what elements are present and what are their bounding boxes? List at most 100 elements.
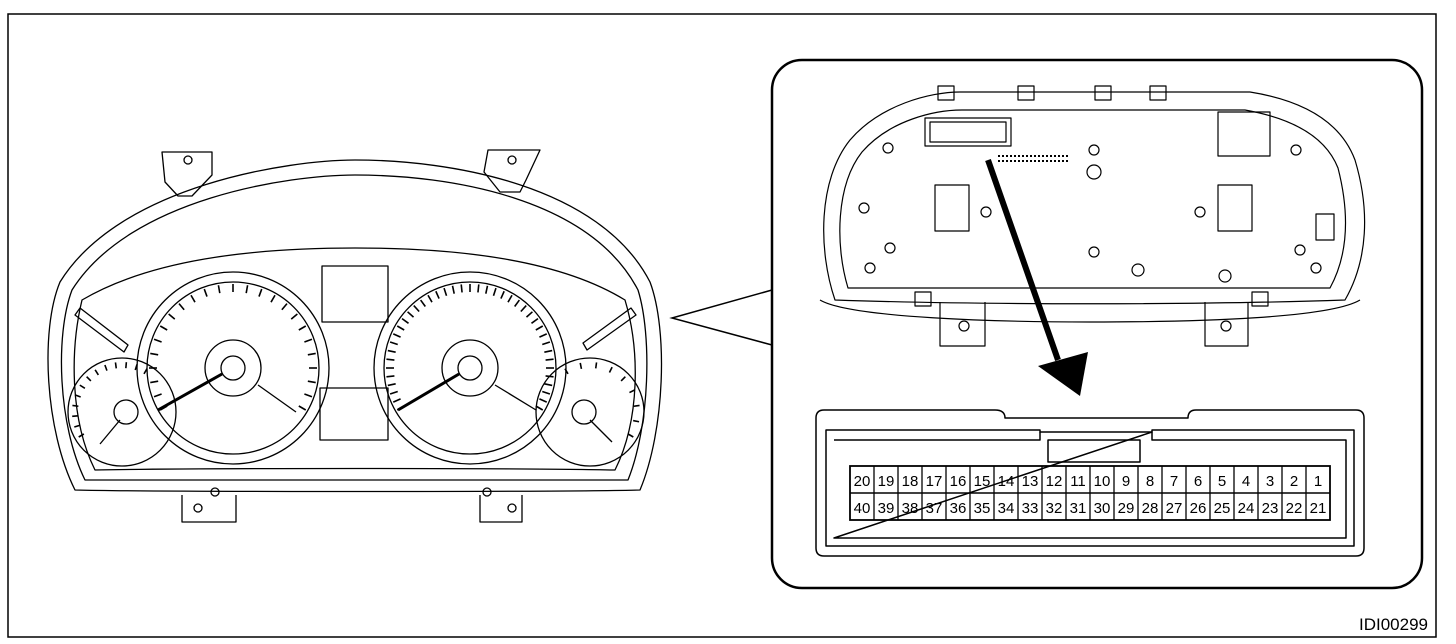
gauge-tick: [401, 317, 409, 324]
gauge-tick: [542, 390, 551, 395]
pin-number: 17: [926, 473, 943, 490]
gauge-tick: [492, 287, 497, 296]
gauge-tick: [387, 383, 396, 387]
gauge-tick: [386, 375, 395, 378]
pin-number: 22: [1286, 500, 1303, 517]
pin-number: 28: [1142, 500, 1159, 517]
gauge-tick: [190, 294, 196, 303]
pin-number: 31: [1070, 500, 1087, 517]
gauge-tick: [608, 366, 613, 373]
gauge-tick: [74, 394, 81, 398]
gauge-tick: [150, 352, 159, 356]
pin-number: 36: [950, 500, 967, 517]
pin-number: 9: [1122, 473, 1130, 490]
gauge-tick: [159, 405, 168, 411]
gauge-tick: [451, 285, 455, 294]
gauge-tick: [545, 358, 554, 361]
pin-number: 24: [1238, 500, 1255, 517]
pin-number: 15: [974, 473, 991, 490]
gauge-tick: [545, 375, 554, 378]
gauge-tick: [304, 393, 313, 398]
gauge-tick: [94, 369, 100, 376]
pin-number: 21: [1310, 500, 1327, 517]
rear-label-print: [998, 155, 1070, 162]
gauge-tick: [477, 284, 480, 293]
gauge-tick: [396, 325, 405, 331]
gauge-tick: [143, 368, 148, 375]
gauge-tick: [542, 341, 551, 346]
gauge-tick: [203, 288, 208, 297]
callout-pointer: [669, 289, 773, 346]
gauge-tick: [525, 311, 533, 318]
gauge-tick: [86, 376, 92, 382]
gauge-tick: [78, 433, 85, 438]
gauge-tick: [72, 415, 79, 418]
gauge-tick: [535, 325, 544, 331]
gauge-tick: [531, 317, 539, 324]
gauge-tick: [298, 405, 307, 411]
gauge-tick: [298, 325, 307, 331]
gauge-tick: [79, 384, 86, 390]
gauge-tick: [435, 290, 440, 299]
gauge-tick: [153, 393, 162, 398]
gauge-tick: [104, 364, 108, 371]
gauge-tick: [632, 419, 640, 423]
gauge-tick: [389, 341, 398, 346]
pin-number: 8: [1146, 473, 1154, 490]
gauge-tick: [564, 368, 569, 375]
gauge-tick: [620, 376, 626, 382]
pin-number: 5: [1218, 473, 1226, 490]
gauge-tick: [159, 325, 168, 331]
gauge-tick: [290, 313, 298, 320]
gauge-tick: [594, 362, 598, 369]
pin-number: 10: [1094, 473, 1111, 490]
pin-number: 29: [1118, 500, 1135, 517]
gauge-tick: [392, 333, 401, 338]
gauge-tick: [507, 294, 513, 303]
pin-number: 16: [950, 473, 967, 490]
gauge-tick: [544, 383, 553, 387]
pin-number: 19: [878, 473, 895, 490]
pin-number: 32: [1046, 500, 1063, 517]
gauge-tick: [427, 294, 433, 303]
pin-number: 2: [1290, 473, 1298, 490]
gauge-tick: [413, 305, 420, 313]
gauge-tick: [178, 303, 185, 311]
pin-number: 7: [1170, 473, 1178, 490]
pin-number: 25: [1214, 500, 1231, 517]
gauge-tick: [114, 362, 118, 369]
gauge-tick: [629, 389, 636, 394]
figure-frame: [7, 13, 1437, 638]
gauge-tick: [270, 294, 276, 303]
gauge-tick: [168, 313, 176, 320]
pin-number: 12: [1046, 473, 1063, 490]
gauge-tick: [535, 405, 544, 411]
pin-number: 30: [1094, 500, 1111, 517]
pin-number: 14: [998, 473, 1015, 490]
gauge-tick: [153, 338, 162, 343]
gauge-tick: [125, 362, 128, 369]
gauge-tick: [387, 349, 396, 353]
pin-number: 23: [1262, 500, 1279, 517]
pin-number: 33: [1022, 500, 1039, 517]
pin-number: 4: [1242, 473, 1250, 490]
gauge-tick: [307, 380, 316, 384]
gauge-tick: [392, 398, 401, 403]
gauge-tick: [258, 288, 263, 297]
pin-number: 38: [902, 500, 919, 517]
gauge-tick: [396, 405, 405, 411]
pin-number: 13: [1022, 473, 1039, 490]
combination-meter-rear: [819, 85, 1366, 347]
connector-outline: [815, 409, 1365, 557]
gauge-tick: [633, 404, 640, 408]
gauge-tick: [72, 404, 79, 408]
pin-number: 37: [926, 500, 943, 517]
gauge-tick: [500, 290, 505, 299]
gauge-tick: [539, 398, 548, 403]
gauge-tick: [407, 311, 415, 318]
pin-number: 35: [974, 500, 991, 517]
gauge-tick: [520, 305, 527, 313]
gauge-tick: [544, 349, 553, 353]
pin-number: 40: [854, 500, 871, 517]
figure-id: IDI00299: [1359, 615, 1428, 634]
